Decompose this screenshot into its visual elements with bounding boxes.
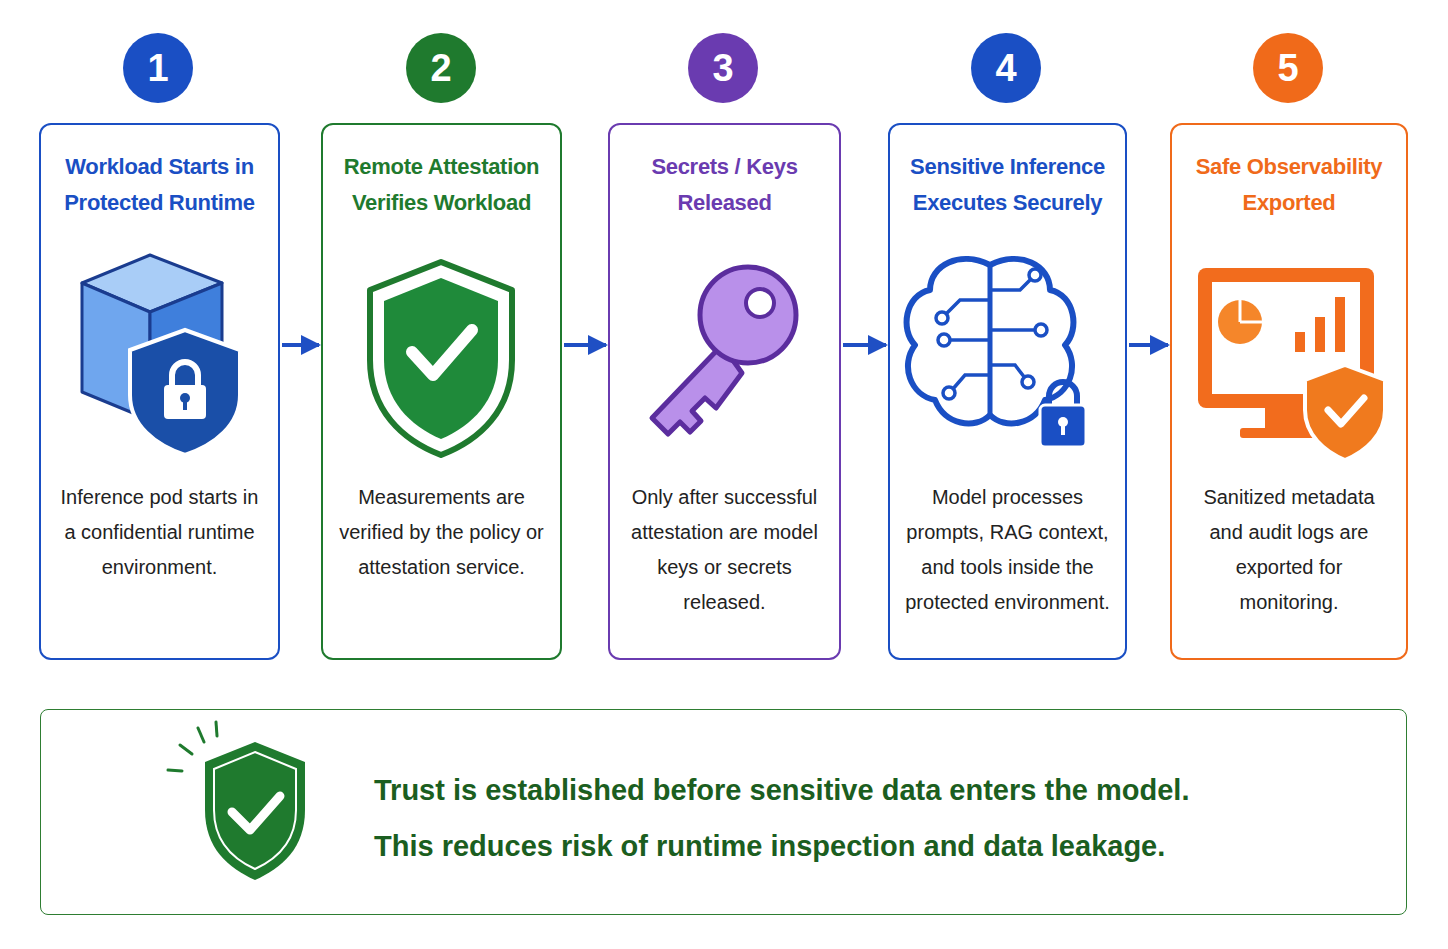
step-number-circle: 4	[971, 33, 1041, 103]
step-heading: Remote Attestation Verifies Workload	[323, 149, 560, 221]
step-number-circle: 5	[1253, 33, 1323, 103]
step-heading: Workload Starts in Protected Runtime	[41, 149, 278, 221]
step-number: 3	[712, 48, 733, 88]
step-card: Safe Observability ExportedSanitized met…	[1170, 123, 1408, 660]
step-number-circle: 1	[123, 33, 193, 103]
step-description: Only after successful attestation are mo…	[622, 480, 827, 620]
step-number: 1	[147, 48, 168, 88]
key-icon	[652, 267, 796, 434]
shield-icon	[370, 262, 512, 455]
flow-arrow	[843, 343, 886, 347]
banner-shield-icon	[168, 722, 305, 880]
step-description: Model processes prompts, RAG context, an…	[902, 480, 1113, 620]
step-description: Measurements are verified by the policy …	[335, 480, 548, 585]
step-description: Inference pod starts in a confidential r…	[53, 480, 266, 585]
flow-arrow	[282, 343, 319, 347]
step-heading: Safe Observability Exported	[1172, 149, 1406, 221]
banner-text: Trust is established before sensitive da…	[374, 762, 1386, 818]
step-card: Secrets / Keys ReleasedOnly after succes…	[608, 123, 841, 660]
step-card: Remote Attestation Verifies WorkloadMeas…	[321, 123, 562, 660]
brain-icon	[907, 259, 1086, 447]
step-description: Sanitized metadata and audit logs are ex…	[1184, 480, 1394, 620]
step-number-circle: 3	[688, 33, 758, 103]
monitor-icon	[1198, 268, 1385, 460]
flow-arrow	[564, 343, 606, 347]
step-heading: Sensitive Inference Executes Securely	[890, 149, 1125, 221]
step-card: Sensitive Inference Executes SecurelyMod…	[888, 123, 1127, 660]
step-heading: Secrets / Keys Released	[610, 149, 839, 221]
step-number-circle: 2	[406, 33, 476, 103]
flow-arrow	[1129, 343, 1168, 347]
step-number: 5	[1277, 48, 1298, 88]
banner-text: This reduces risk of runtime inspection …	[374, 818, 1386, 874]
step-card: Workload Starts in Protected RuntimeInfe…	[39, 123, 280, 660]
summary-banner: Trust is established before sensitive da…	[40, 709, 1407, 915]
step-number: 4	[995, 48, 1016, 88]
cube-icon	[82, 255, 240, 455]
step-number: 2	[430, 48, 451, 88]
